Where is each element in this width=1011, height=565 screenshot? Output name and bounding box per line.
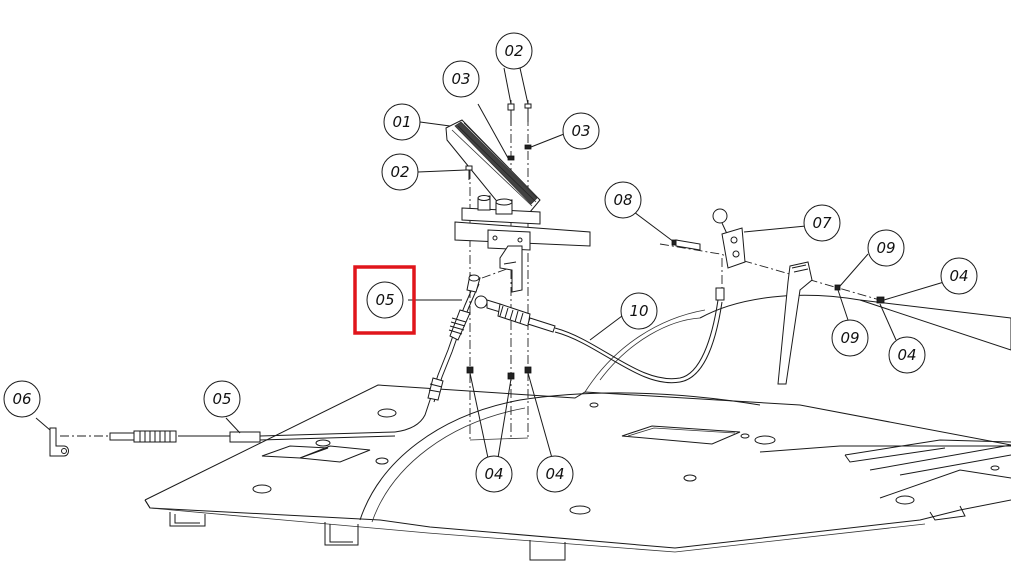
- callout-08: 08: [604, 181, 642, 219]
- accelerator-pedal: [445, 119, 591, 293]
- callout-03-top: 03: [442, 60, 480, 98]
- callout-02-left: 02: [381, 153, 419, 191]
- svg-text:09: 09: [876, 239, 895, 257]
- svg-text:04: 04: [545, 465, 564, 483]
- svg-text:09: 09: [840, 329, 859, 347]
- svg-text:08: 08: [613, 191, 632, 209]
- callout-04-bottom-right: 04: [536, 455, 574, 493]
- svg-text:10: 10: [629, 302, 648, 320]
- svg-text:01: 01: [392, 113, 411, 131]
- lower-cable: [49, 427, 396, 457]
- callout-03-right: 03: [562, 112, 600, 150]
- callout-01: 01: [383, 103, 421, 141]
- svg-text:03: 03: [571, 122, 590, 140]
- callout-07: 07: [803, 204, 841, 242]
- callout-04-bottom-left: 04: [475, 455, 513, 493]
- callout-05-lower: 05: [203, 380, 241, 418]
- callout-04-far-right-bottom: 04: [888, 336, 926, 374]
- svg-text:02: 02: [390, 163, 409, 181]
- callout-02-top: 02: [495, 32, 533, 70]
- svg-text:05: 05: [212, 390, 231, 408]
- hand-throttle-lever: [675, 208, 746, 269]
- callout-05-highlighted: 05: [366, 281, 404, 319]
- svg-text:05: 05: [375, 291, 394, 309]
- bolts: [465, 103, 532, 180]
- svg-text:06: 06: [12, 390, 31, 408]
- callout-06: 06: [3, 380, 41, 418]
- throttle-cable: [394, 274, 481, 433]
- angle-bracket: [777, 261, 813, 385]
- svg-text:04: 04: [484, 465, 503, 483]
- callout-10: 10: [620, 292, 658, 330]
- callout-04-far-right-top: 04: [940, 257, 978, 295]
- highlight-box: [353, 265, 416, 335]
- nuts-and-washers: [466, 144, 885, 380]
- callout-09-bottom: 09: [831, 319, 869, 357]
- callouts: 01 02 02 03 03 04 04 04: [3, 32, 978, 493]
- svg-text:04: 04: [949, 267, 968, 285]
- callout-09-top: 09: [867, 229, 905, 267]
- svg-text:03: 03: [451, 70, 470, 88]
- floor-panel: [144, 294, 1011, 561]
- svg-text:07: 07: [812, 214, 832, 232]
- governor-cable: [474, 287, 725, 384]
- svg-text:04: 04: [897, 346, 916, 364]
- svg-text:02: 02: [504, 42, 523, 60]
